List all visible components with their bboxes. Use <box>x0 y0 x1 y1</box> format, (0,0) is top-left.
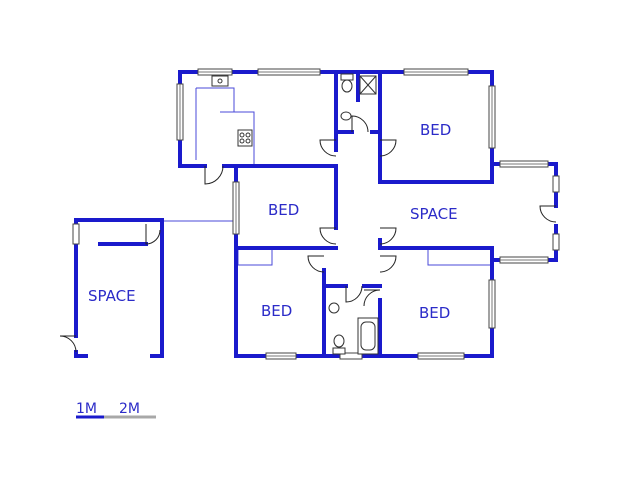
shower-icon <box>359 75 377 95</box>
fixtures <box>211 73 379 355</box>
door <box>204 165 224 185</box>
door <box>379 139 397 157</box>
basin-icon <box>340 111 352 121</box>
room-label-space-left: SPACE <box>88 287 136 305</box>
window <box>552 233 560 251</box>
toilet-icon <box>340 73 354 93</box>
door <box>363 289 381 307</box>
door <box>539 205 557 223</box>
door <box>307 255 325 273</box>
walls <box>74 70 558 358</box>
stove-icon <box>237 129 253 147</box>
kitchen-counter-lines <box>162 87 492 266</box>
room-label-bed-bottom-right: BED <box>419 304 450 322</box>
door <box>59 335 77 353</box>
room-label-bed-bottom-left: BED <box>261 302 292 320</box>
window <box>552 175 560 193</box>
doors <box>59 115 557 353</box>
bathtub-icon <box>357 317 379 355</box>
door <box>319 227 337 245</box>
scale-bar: 1M 2M <box>76 401 156 419</box>
window <box>339 352 363 360</box>
room-label-space-right: SPACE <box>410 205 458 223</box>
door <box>379 227 397 245</box>
door <box>379 255 397 273</box>
window <box>72 223 80 245</box>
windows <box>72 68 560 360</box>
door <box>145 224 161 245</box>
room-label-bed-top-right: BED <box>420 121 451 139</box>
room-label-bed-middle: BED <box>268 201 299 219</box>
door <box>351 115 369 133</box>
door <box>345 285 363 303</box>
toilet-icon <box>332 334 346 355</box>
door <box>319 139 337 157</box>
scale-label-1m: 1M <box>76 401 97 417</box>
basin-icon <box>328 302 340 314</box>
scale-label-2m: 2M <box>119 401 140 417</box>
sink-icon <box>211 75 229 87</box>
